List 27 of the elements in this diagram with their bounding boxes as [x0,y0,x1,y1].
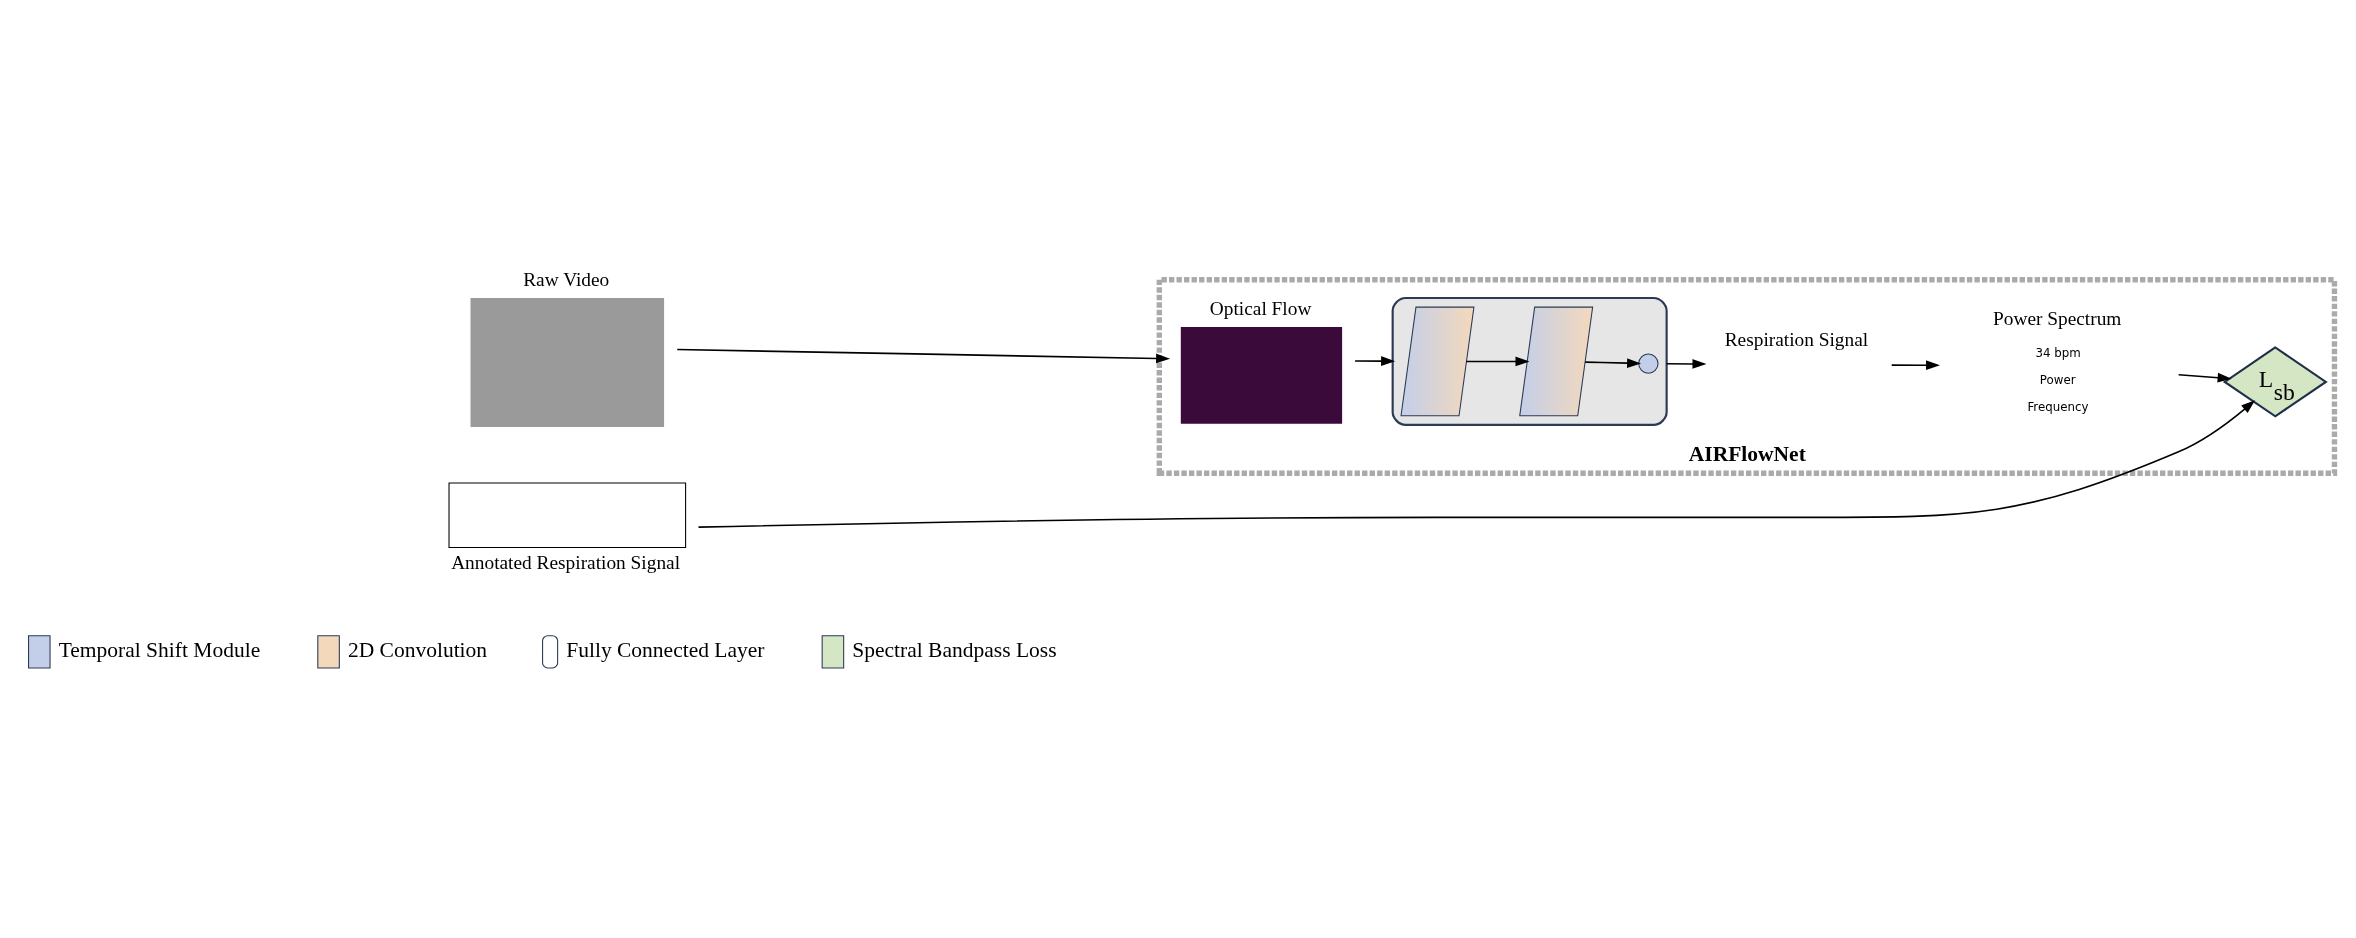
node-label: Raw Video [523,268,610,290]
node-label: Annotated Respiration Signal [451,552,681,574]
legend-label: Temporal Shift Module [58,638,261,663]
arrow [1354,356,1396,366]
arrow [1465,356,1530,367]
node-text: Power Spectrum [1993,308,2122,330]
arrow [1584,358,1642,369]
cluster [1391,296,1668,426]
node-label: Power [2039,373,2076,388]
node-label: Optical Flow [1209,297,1312,319]
node-label: Frequency [2027,399,2089,414]
legend-label: Spectral Bandpass Loss [852,638,1057,663]
arrow [697,400,2256,528]
arrow [2177,372,2232,383]
node-circle [1638,353,1659,374]
node-parallelogram [1519,306,1594,417]
node-box [448,482,687,549]
node-label: 34 bpm [2035,346,2081,361]
node-text: Respiration Signal [1724,328,1869,350]
node-box [1180,327,1343,424]
arrow [1665,359,1707,369]
node-box [470,298,665,428]
legend-label: Fully Connected Layer [566,638,765,663]
arrow [676,348,1171,364]
arrow [1890,360,1941,371]
node-parallelogram [1400,306,1475,417]
legend-label: 2D Convolution [347,638,488,663]
